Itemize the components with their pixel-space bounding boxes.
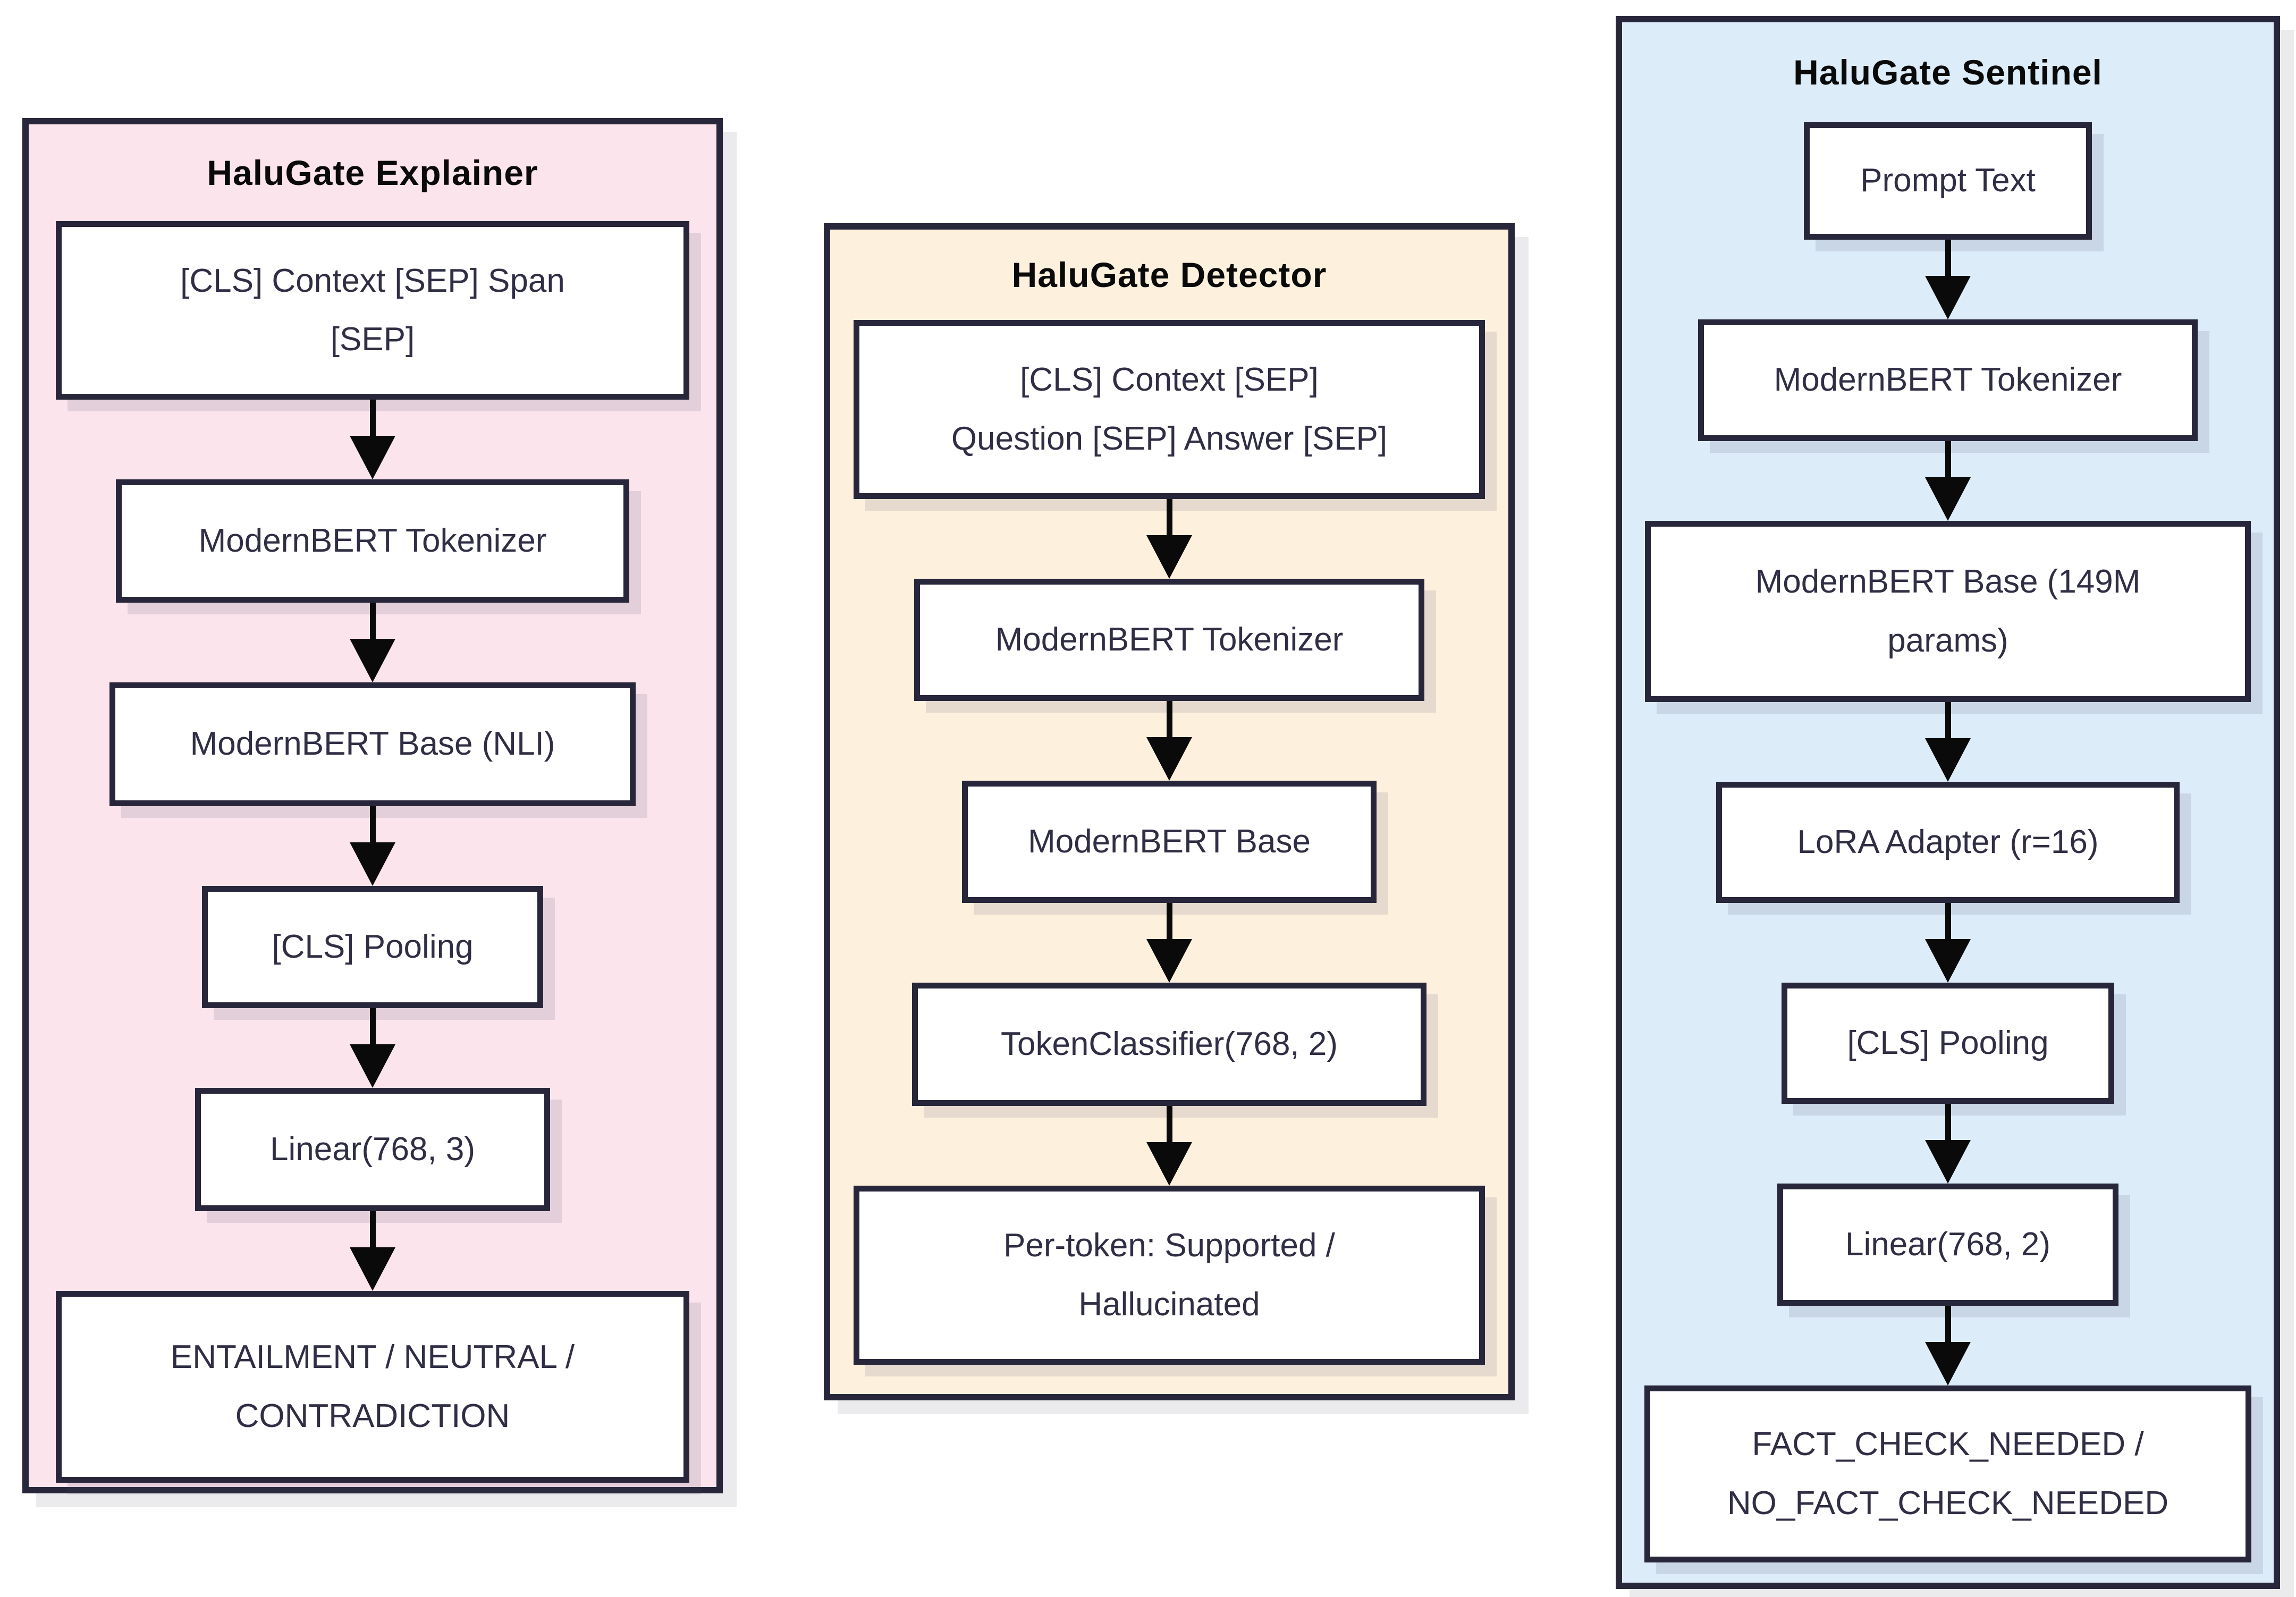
- arrow-stem: [369, 603, 376, 639]
- down-arrow-icon: [350, 806, 395, 886]
- arrow-stem: [1945, 240, 1951, 276]
- arrow-head: [1146, 1142, 1192, 1186]
- node-detector-classifier: TokenClassifier(768, 2): [912, 983, 1426, 1106]
- node-detector-output: Per-token: Supported / Hallucinated: [854, 1186, 1485, 1365]
- node-sentinel-tokenizer: ModernBERT Tokenizer: [1698, 319, 2198, 441]
- arrow-head: [1146, 535, 1192, 579]
- down-arrow-icon: [350, 1211, 395, 1291]
- arrow-head: [1925, 477, 1971, 521]
- arrow-head: [1925, 276, 1971, 319]
- arrow-stem: [369, 400, 376, 436]
- node-explainer-linear: Linear(768, 3): [195, 1088, 550, 1211]
- arrow-stem: [1166, 499, 1172, 535]
- panel-halugate-sentinel: HaluGate Sentinel Prompt Text ModernBERT…: [1616, 16, 2280, 1589]
- arrow-stem: [1945, 702, 1951, 738]
- arrow-stem: [1945, 441, 1951, 477]
- down-arrow-icon: [350, 603, 395, 682]
- arrow-stem: [369, 806, 376, 842]
- down-arrow-icon: [350, 400, 395, 479]
- arrow-head: [350, 639, 395, 682]
- arrow-head: [350, 1044, 395, 1088]
- panel-title-detector: HaluGate Detector: [1011, 255, 1327, 294]
- node-detector-base: ModernBERT Base: [962, 781, 1377, 903]
- down-arrow-icon: [1146, 499, 1192, 579]
- arrow-head: [1925, 1342, 1971, 1385]
- node-explainer-input: [CLS] Context [SEP] Span [SEP]: [56, 221, 689, 400]
- arrow-stem: [1166, 903, 1172, 939]
- down-arrow-icon: [1925, 240, 1971, 319]
- arrow-head: [1925, 1140, 1971, 1184]
- node-sentinel-output: FACT_CHECK_NEEDED / NO_FACT_CHECK_NEEDED: [1644, 1385, 2251, 1562]
- arrow-stem: [369, 1008, 376, 1044]
- down-arrow-icon: [1146, 701, 1192, 781]
- node-explainer-output: ENTAILMENT / NEUTRAL / CONTRADICTION: [56, 1291, 689, 1483]
- panel-halugate-explainer: HaluGate Explainer [CLS] Context [SEP] S…: [22, 118, 723, 1493]
- arrow-head: [1925, 939, 1971, 983]
- arrow-head: [350, 1247, 395, 1291]
- arrow-stem: [1945, 1306, 1951, 1342]
- down-arrow-icon: [1925, 903, 1971, 983]
- arrow-head: [1146, 737, 1192, 781]
- down-arrow-icon: [1146, 903, 1192, 983]
- node-sentinel-lora: LoRA Adapter (r=16): [1716, 782, 2180, 903]
- arrow-stem: [369, 1211, 376, 1247]
- arrow-head: [1925, 738, 1971, 782]
- node-sentinel-pooling: [CLS] Pooling: [1782, 983, 2114, 1104]
- arrow-stem: [1945, 1104, 1951, 1140]
- node-detector-tokenizer: ModernBERT Tokenizer: [914, 579, 1424, 701]
- down-arrow-icon: [1925, 1306, 1971, 1385]
- node-sentinel-prompt: Prompt Text: [1804, 122, 2092, 240]
- node-sentinel-linear: Linear(768, 2): [1777, 1184, 2118, 1306]
- arrow-stem: [1945, 903, 1951, 939]
- node-explainer-tokenizer: ModernBERT Tokenizer: [116, 479, 629, 603]
- down-arrow-icon: [1146, 1106, 1192, 1186]
- panel-title-explainer: HaluGate Explainer: [207, 153, 538, 192]
- arrow-head: [1146, 939, 1192, 983]
- arrow-stem: [1166, 1106, 1172, 1142]
- down-arrow-icon: [1925, 441, 1971, 521]
- panel-halugate-detector: HaluGate Detector [CLS] Context [SEP] Qu…: [824, 223, 1515, 1400]
- arrow-head: [350, 842, 395, 886]
- panel-title-sentinel: HaluGate Sentinel: [1793, 53, 2103, 92]
- node-explainer-base: ModernBERT Base (NLI): [109, 682, 636, 806]
- down-arrow-icon: [1925, 702, 1971, 782]
- arrow-stem: [1166, 701, 1172, 737]
- node-explainer-pooling: [CLS] Pooling: [202, 886, 543, 1008]
- node-sentinel-base: ModernBERT Base (149M params): [1645, 521, 2251, 702]
- down-arrow-icon: [350, 1008, 395, 1088]
- arrow-head: [350, 436, 395, 479]
- node-detector-input: [CLS] Context [SEP] Question [SEP] Answe…: [854, 320, 1485, 499]
- down-arrow-icon: [1925, 1104, 1971, 1184]
